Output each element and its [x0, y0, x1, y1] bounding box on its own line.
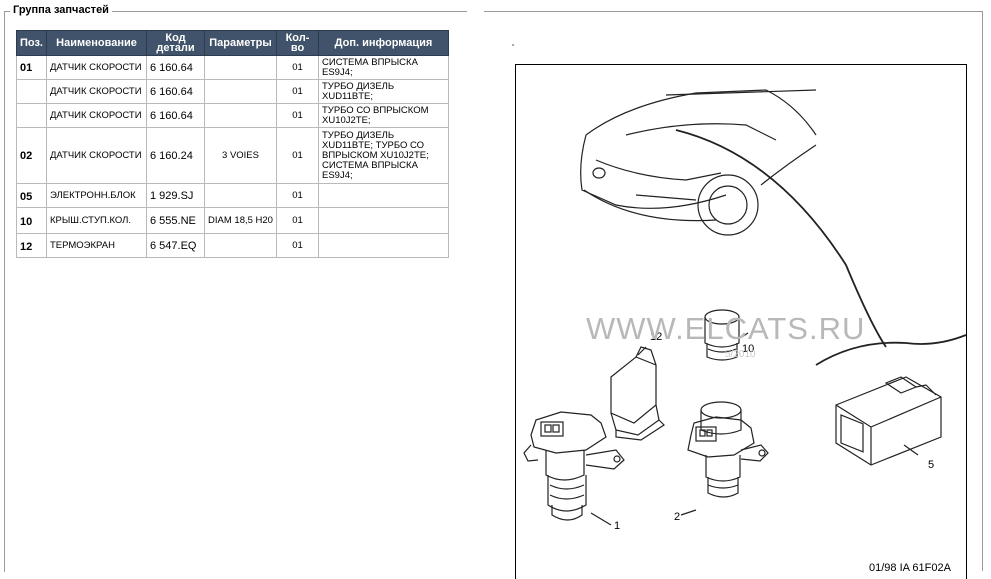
- row-name: ДАТЧИК СКОРОСТИ: [46, 127, 147, 184]
- row-info: СИСТЕМА ВПРЫСКА ES9J4;: [318, 55, 449, 80]
- row-params: DIAM 18,5 H20: [204, 207, 277, 234]
- header-pos: Поз.: [16, 30, 47, 56]
- row-qty: 01: [276, 183, 319, 208]
- row-name: ДАТЧИК СКОРОСТИ: [46, 55, 147, 80]
- row-pos: 05: [16, 183, 47, 208]
- row-code[interactable]: 6 547.EQ: [146, 233, 205, 258]
- row-pos: [16, 103, 47, 128]
- callout-10: 10: [742, 343, 755, 355]
- row-name: ТЕРМОЭКРАН: [46, 233, 147, 258]
- row-pos: 02: [16, 127, 47, 184]
- header-code: Код детали: [146, 30, 205, 56]
- row-info: ТУРБО СО ВПРЫСКОМ XU10J2TE;: [318, 103, 449, 128]
- row-name: КРЫШ.СТУП.КОЛ.: [46, 207, 147, 234]
- callout-12: 12: [650, 331, 663, 343]
- row-name: ЭЛЕКТРОНН.БЛОК: [46, 183, 147, 208]
- header-name: Наименование: [46, 30, 147, 56]
- row-code[interactable]: 6 160.24: [146, 127, 205, 184]
- row-pos: 12: [16, 233, 47, 258]
- row-qty: 01: [276, 79, 319, 104]
- row-info: [318, 233, 449, 258]
- parts-diagram: 1 2 5 10 12: [515, 64, 967, 579]
- cable-line: [675, 129, 887, 348]
- speed-sensor-2: [687, 401, 769, 498]
- table-row[interactable]: ДАТЧИК СКОРОСТИ 6 160.64 01 ТУРБО СО ВПР…: [16, 103, 449, 128]
- table-row[interactable]: 02 ДАТЧИК СКОРОСТИ 6 160.24 3 VOIES 01 Т…: [16, 127, 449, 184]
- table-row[interactable]: 10 КРЫШ.СТУП.КОЛ. 6 555.NE DIAM 18,5 H20…: [16, 207, 449, 234]
- callout-2: 2: [674, 511, 681, 523]
- row-params: [204, 103, 277, 128]
- row-code[interactable]: 6 160.64: [146, 103, 205, 128]
- table-header-row: Поз. Наименование Код детали Параметры К…: [16, 30, 449, 56]
- thermal-shield-12: [610, 346, 665, 441]
- row-params: [204, 55, 277, 80]
- watermark-date: 5/2010: [725, 349, 756, 360]
- row-code[interactable]: 6 555.NE: [146, 207, 205, 234]
- right-frame-top-line: [484, 11, 983, 12]
- watermark: WWW.ELCATS.RU: [586, 311, 866, 346]
- row-qty: 01: [276, 103, 319, 128]
- row-info: [318, 183, 449, 208]
- row-code[interactable]: 6 160.64: [146, 55, 205, 80]
- header-info: Доп. информация: [318, 30, 449, 56]
- callout-5: 5: [928, 459, 935, 471]
- row-params: [204, 183, 277, 208]
- diagram-drawing: [523, 89, 966, 526]
- gear-cover-10: [704, 309, 740, 361]
- row-name: ДАТЧИК СКОРОСТИ: [46, 79, 147, 104]
- parts-table: Поз. Наименование Код детали Параметры К…: [16, 30, 449, 258]
- electronic-unit-5: [835, 376, 942, 466]
- row-pos: 10: [16, 207, 47, 234]
- row-qty: 01: [276, 207, 319, 234]
- row-pos: 01: [16, 55, 47, 80]
- row-info: [318, 207, 449, 234]
- marker-dot: [512, 44, 514, 46]
- table-row[interactable]: 12 ТЕРМОЭКРАН 6 547.EQ 01: [16, 233, 449, 258]
- row-qty: 01: [276, 233, 319, 258]
- row-name: ДАТЧИК СКОРОСТИ: [46, 103, 147, 128]
- row-params: 3 VOIES: [204, 127, 277, 184]
- row-qty: 01: [276, 55, 319, 80]
- car-illustration: [580, 89, 817, 236]
- row-qty: 01: [276, 127, 319, 184]
- table-row[interactable]: 05 ЭЛЕКТРОНН.БЛОК 1 929.SJ 01: [16, 183, 449, 208]
- row-pos: [16, 79, 47, 104]
- row-info: ТУРБО ДИЗЕЛЬ XUD11BTE; ТУРБО СО ВПРЫСКОМ…: [318, 127, 449, 184]
- row-code[interactable]: 1 929.SJ: [146, 183, 205, 208]
- header-qty: Кол-во: [276, 30, 319, 56]
- row-code[interactable]: 6 160.64: [146, 79, 205, 104]
- speed-sensor-1: [523, 411, 625, 521]
- diagram-footer-code: 01/98 IA 61F02A: [869, 562, 951, 574]
- header-params: Параметры: [204, 30, 277, 56]
- callout-1: 1: [614, 520, 621, 532]
- right-frame-edge: [982, 11, 983, 571]
- group-title: Группа запчастей: [10, 4, 112, 16]
- table-row[interactable]: ДАТЧИК СКОРОСТИ 6 160.64 01 ТУРБО ДИЗЕЛЬ…: [16, 79, 449, 104]
- parts-group-frame: [4, 11, 467, 572]
- table-row[interactable]: 01 ДАТЧИК СКОРОСТИ 6 160.64 01 СИСТЕМА В…: [16, 55, 449, 80]
- row-params: [204, 79, 277, 104]
- row-info: ТУРБО ДИЗЕЛЬ XUD11BTE;: [318, 79, 449, 104]
- row-params: [204, 233, 277, 258]
